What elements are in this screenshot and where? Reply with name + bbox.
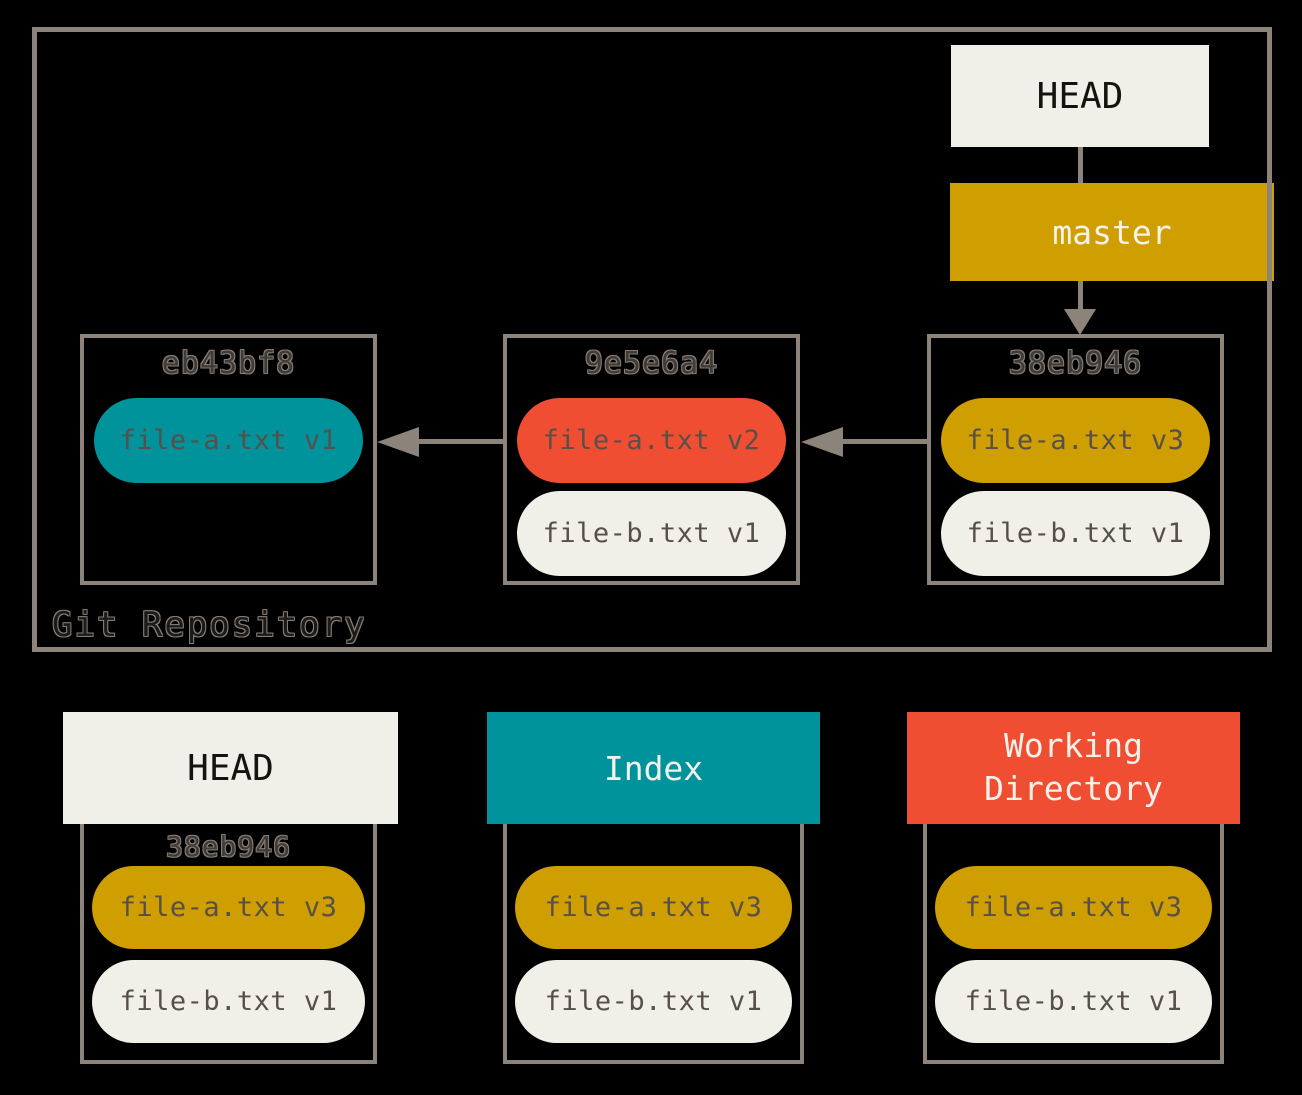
tree-header-head: HEAD: [63, 712, 398, 824]
master-branch-box: master: [950, 183, 1274, 281]
tree-header-index-label: Index: [603, 748, 704, 788]
file-snapshot-pill: file-b.txt v1: [941, 491, 1210, 576]
commit-hash-label: 38eb946: [1008, 346, 1143, 381]
tree-box-working-directory: file-a.txt v3 file-b.txt v1: [923, 820, 1224, 1064]
tree-box-index: file-a.txt v3 file-b.txt v1: [503, 820, 804, 1064]
tree-box-head: 38eb946 file-a.txt v3 file-b.txt v1: [80, 820, 377, 1064]
file-snapshot-pill: file-b.txt v1: [515, 960, 792, 1043]
file-snapshot-pill: file-a.txt v2: [517, 398, 786, 483]
master-branch-label: master: [1052, 212, 1172, 252]
head-ref-box: HEAD: [951, 45, 1209, 147]
file-snapshot-pill: file-a.txt v3: [515, 866, 792, 949]
master-to-commit-connector: [1078, 281, 1083, 313]
head-to-master-connector: [1078, 147, 1083, 183]
file-snapshot-pill: file-b.txt v1: [92, 960, 365, 1043]
file-snapshot-pill: file-b.txt v1: [935, 960, 1212, 1043]
file-snapshot-pill: file-a.txt v3: [935, 866, 1212, 949]
git-repository-label: Git Repository: [52, 605, 367, 645]
commit-parent-arrowhead: [377, 427, 419, 457]
file-snapshot-pill: file-b.txt v1: [517, 491, 786, 576]
commit-hash-label: eb43bf8: [161, 346, 296, 381]
tree-header-index: Index: [487, 712, 820, 824]
head-ref-label: HEAD: [1036, 75, 1124, 117]
commit-box-38eb946: 38eb946 file-a.txt v3 file-b.txt v1: [927, 334, 1224, 585]
tree-header-head-label: HEAD: [187, 747, 274, 789]
file-snapshot-pill: file-a.txt v1: [94, 398, 363, 483]
commit-parent-arrow-line: [419, 439, 503, 444]
tree-hash-label: 38eb946: [165, 830, 291, 863]
master-to-commit-arrowhead: [1064, 309, 1096, 335]
file-snapshot-pill: file-a.txt v3: [92, 866, 365, 949]
git-repository-box: [32, 27, 1272, 652]
commit-parent-arrowhead: [801, 427, 843, 457]
commit-parent-arrow-line: [843, 439, 927, 444]
file-snapshot-pill: file-a.txt v3: [941, 398, 1210, 483]
commit-box-eb43bf8: eb43bf8 file-a.txt v1: [80, 334, 377, 585]
commit-hash-label: 9e5e6a4: [584, 346, 719, 381]
commit-box-9e5e6a4: 9e5e6a4 file-a.txt v2 file-b.txt v1: [503, 334, 800, 585]
tree-header-working-directory-label: Working Directory: [984, 726, 1163, 808]
tree-header-working-directory: Working Directory: [907, 712, 1240, 824]
